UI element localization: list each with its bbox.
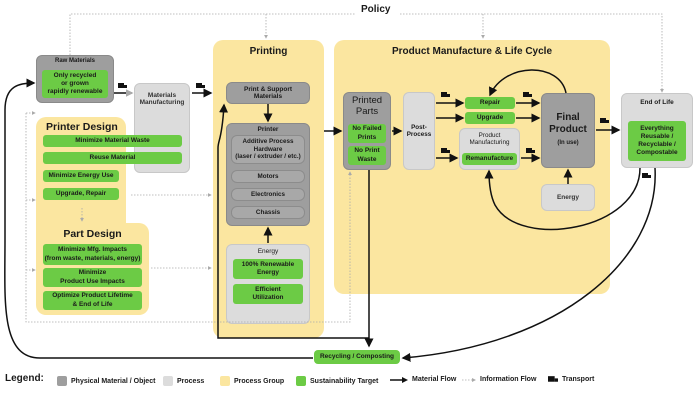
final-product-subtitle: (In use) xyxy=(557,140,579,146)
transport-icon xyxy=(548,376,558,382)
legend-swatch xyxy=(220,376,230,386)
legend-swatch xyxy=(57,376,67,386)
legend-item-material-flow: Material Flow xyxy=(390,376,456,383)
part-design-target: Minimize Mfg. Impacts (from waste, mater… xyxy=(43,244,142,265)
information-flow-arrow-icon xyxy=(462,377,476,382)
recycling-composting: Recycling / Composting xyxy=(314,350,400,364)
legend-item-process: Process xyxy=(163,376,204,386)
transport-icon xyxy=(526,148,535,153)
legend-label: Physical Material / Object xyxy=(71,377,156,385)
final-product-box xyxy=(541,93,595,168)
transport-icon xyxy=(441,92,450,97)
printer-component: Additive Process Hardware (laser / extru… xyxy=(231,135,305,164)
legend-swatch xyxy=(163,376,173,386)
end-of-life-target: Everything Reusable / Recyclable / Compo… xyxy=(628,121,686,161)
printer-component: Motors xyxy=(231,170,305,183)
final-product-title: Final Product xyxy=(549,112,587,135)
legend-item-transport: Transport xyxy=(548,376,594,383)
part-design-target: Minimize Product Use Impacts xyxy=(43,268,142,287)
printed-parts-title: Printed Parts xyxy=(351,95,383,118)
legend-item-information-flow: Information Flow xyxy=(462,376,536,383)
legend-swatch xyxy=(296,376,306,386)
printer-design-target: Minimize Energy Use xyxy=(43,170,119,182)
repair-target: Repair xyxy=(465,97,515,109)
legend-title: Legend: xyxy=(5,373,44,384)
policy-label: Policy xyxy=(361,4,391,15)
printer-design-target: Upgrade, Repair xyxy=(43,188,119,200)
printing-title: Printing xyxy=(249,46,288,57)
legend-label: Transport xyxy=(562,376,595,383)
end-of-life-title: End of Life xyxy=(640,99,674,106)
post-process-box: Post- Process xyxy=(403,92,435,170)
legend-label: Information Flow xyxy=(480,376,537,383)
materials-manufacturing-label: Materials Manufacturing xyxy=(139,92,185,106)
legend-item-physical: Physical Material / Object xyxy=(57,376,155,386)
legend-label: Process xyxy=(177,377,205,385)
upgrade-target: Upgrade xyxy=(465,112,515,124)
raw-materials-target: Only recycled or grown rapidly renewable xyxy=(42,70,108,98)
energy-target: Efficient Utilization xyxy=(233,284,303,304)
printed-parts-target: No Failed Prints xyxy=(348,124,386,143)
legend-label: Sustainability Target xyxy=(310,377,379,385)
product-manufacturing-title: Product Manufacturing xyxy=(469,132,510,146)
printer-design-target: Minimize Material Waste xyxy=(43,135,182,147)
material-flow-arrow-icon xyxy=(390,376,408,383)
legend-item-target: Sustainability Target xyxy=(296,376,378,386)
product-lifecycle-title: Product Manufacture & Life Cycle xyxy=(391,46,553,57)
part-design-title: Part Design xyxy=(63,228,122,240)
legend-item-process-group: Process Group xyxy=(220,376,284,386)
printer-component: Chassis xyxy=(231,206,305,219)
transport-icon xyxy=(441,148,450,153)
printer-component: Electronics xyxy=(231,188,305,201)
transport-icon xyxy=(196,83,205,88)
printed-parts-target: No Print Waste xyxy=(348,146,386,165)
energy-target: 100% Renewable Energy xyxy=(233,259,303,279)
transport-icon xyxy=(642,173,651,178)
legend-label: Process Group xyxy=(234,377,285,385)
legend-label: Material Flow xyxy=(412,376,457,383)
printer-design-target: Reuse Material xyxy=(43,152,182,164)
printing-energy-title: Energy xyxy=(257,248,279,255)
remanufacture-target: Remanufacture xyxy=(462,153,517,165)
transport-icon xyxy=(600,118,609,123)
raw-materials-title: Raw Materials xyxy=(54,58,96,64)
part-design-target: Optimize Product Lifetime & End of Life xyxy=(43,291,142,310)
transport-icon xyxy=(118,83,127,88)
printer-design-title: Printer Design xyxy=(46,121,118,133)
print-support-materials: Print & Support Materials xyxy=(226,82,310,104)
lifecycle-energy-box: Energy xyxy=(541,184,595,211)
transport-icon xyxy=(523,92,532,97)
printer-title: Printer xyxy=(257,126,279,133)
